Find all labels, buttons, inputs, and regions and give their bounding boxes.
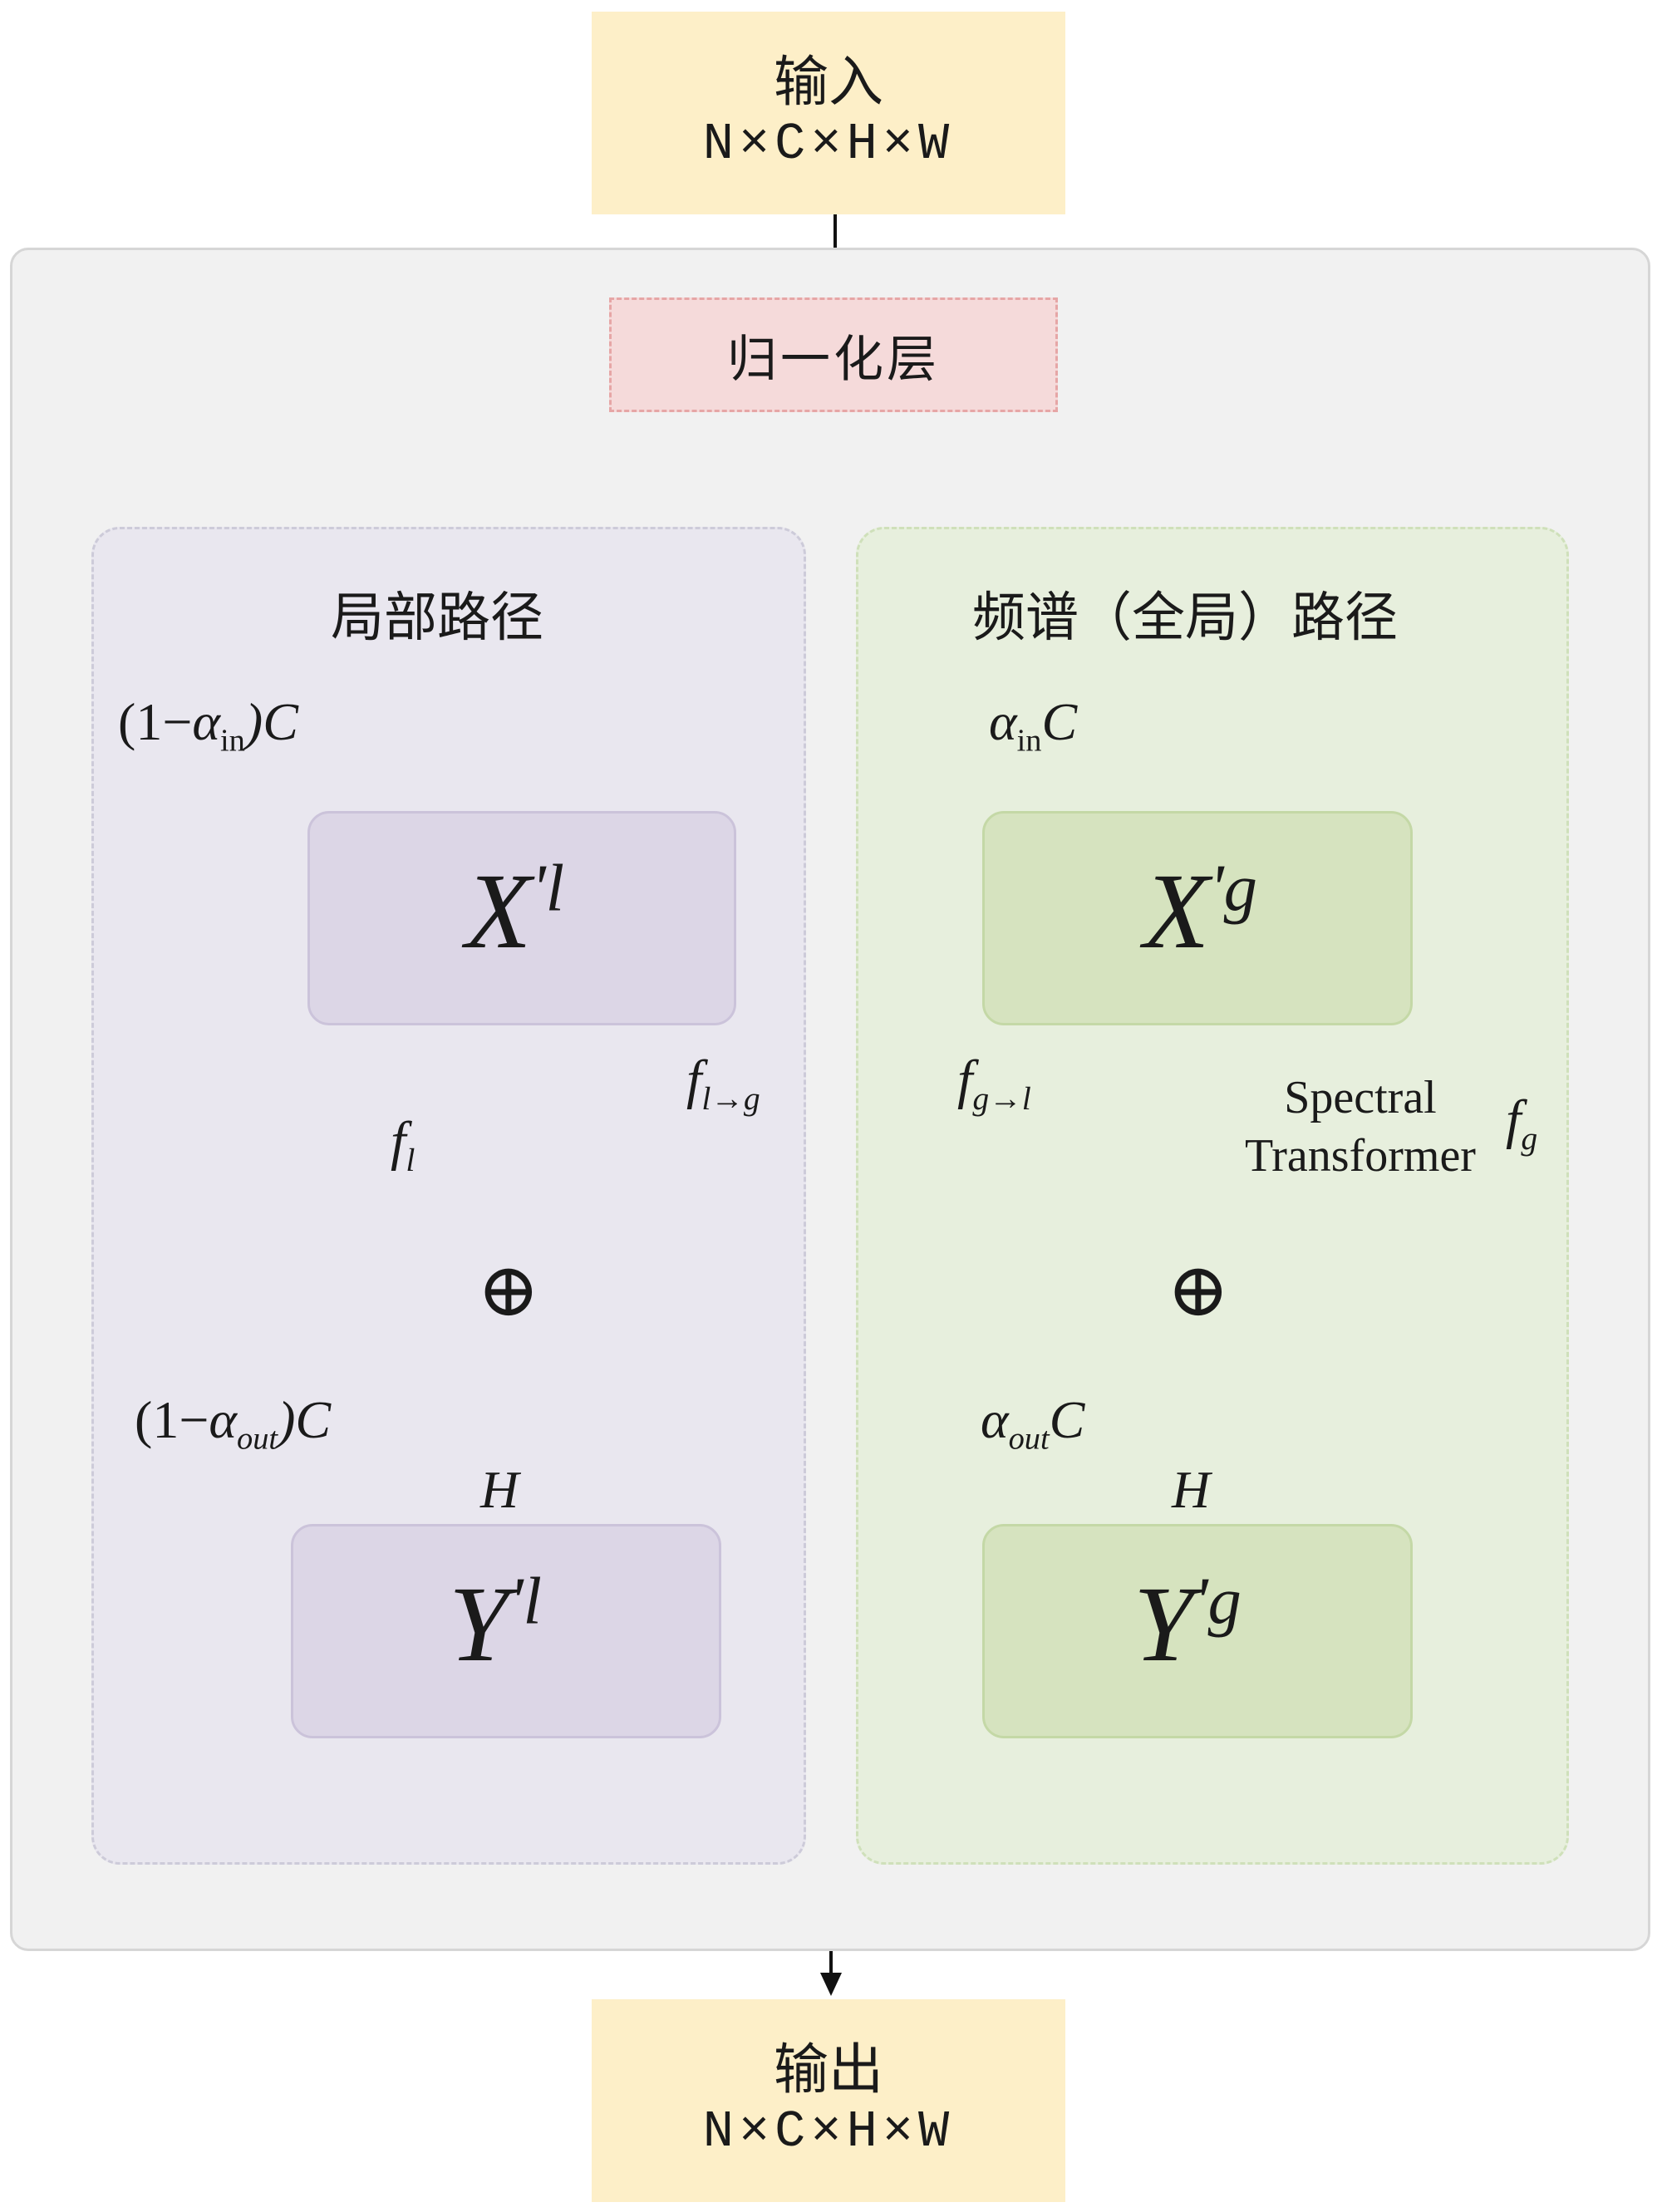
normalization-layer-label: 归一化层 (727, 330, 940, 389)
local-sum-icon: ⊕ (477, 1250, 540, 1332)
local-path-title: 局部路径 (331, 587, 543, 649)
global-input-node (982, 811, 1413, 1025)
global-path-title: 频谱（全局）路径 (972, 587, 1398, 649)
global-h-label: H (1172, 1460, 1211, 1519)
global-output-node (982, 1524, 1413, 1738)
global-output-symbol: Y'g (1133, 1564, 1242, 1684)
local-to-global-label: fl→g (686, 1049, 760, 1117)
local-out-ratio: (1−αout)C (135, 1390, 332, 1457)
merge-to-output-arrowhead (820, 1973, 842, 1996)
local-in-ratio: (1−αin)C (118, 692, 298, 759)
local-input-symbol: X'l (465, 851, 565, 971)
output-box: 输出 N×C×H×W (592, 1999, 1065, 2202)
input-shape: N×C×H×W (702, 114, 955, 174)
global-self-transform-label: fg (1506, 1089, 1538, 1157)
input-box: 输入 N×C×H×W (592, 12, 1065, 214)
local-output-symbol: Y'l (449, 1564, 542, 1684)
global-input-symbol: X'g (1143, 851, 1257, 971)
global-out-ratio: αoutC (981, 1390, 1085, 1457)
global-sum-icon: ⊕ (1167, 1250, 1230, 1332)
local-h-label: H (480, 1460, 519, 1519)
output-label: 输出 (774, 2037, 883, 2101)
global-to-local-label: fg→l (957, 1049, 1031, 1117)
output-shape: N×C×H×W (702, 2101, 955, 2161)
input-label: 输入 (774, 49, 883, 114)
global-in-ratio: αinC (989, 692, 1078, 759)
normalization-layer-box: 归一化层 (609, 297, 1058, 412)
local-self-transform-label: fl (391, 1111, 416, 1178)
local-output-node (291, 1524, 721, 1738)
spectral-transformer-label: Spectral Transformer (1245, 1072, 1476, 1182)
local-input-node (307, 811, 736, 1025)
